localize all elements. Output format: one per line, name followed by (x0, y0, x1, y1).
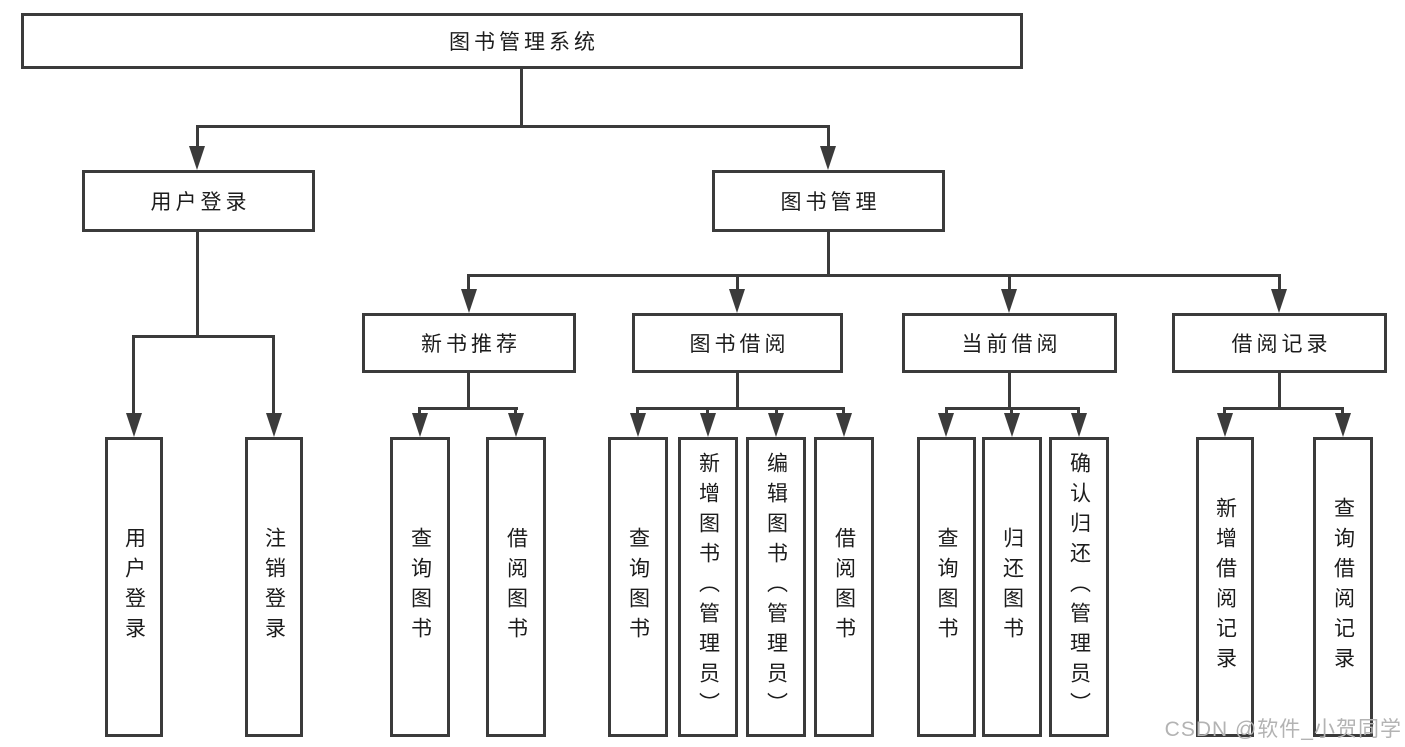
connector-line (418, 407, 421, 417)
connector-line (467, 274, 470, 292)
arrow-down-icon (729, 289, 745, 313)
arrow-down-icon (938, 413, 954, 437)
connector-line (827, 125, 830, 149)
arrow-down-icon (1004, 413, 1020, 437)
connector-line (196, 125, 199, 149)
arrow-down-icon (1335, 413, 1351, 437)
connector-line (736, 274, 739, 292)
connector-line (1278, 274, 1281, 292)
arrow-down-icon (189, 146, 205, 170)
connector-line (775, 407, 778, 417)
leaf-add-borrow-record: 新增借阅记录 (1196, 437, 1254, 737)
arrow-down-icon (412, 413, 428, 437)
connector-line (418, 407, 518, 410)
node-label: 图书管理系统 (449, 31, 599, 54)
leaf-query-borrow-record: 查询借阅记录 (1313, 437, 1373, 737)
leaf-borrow-books: 借阅图书 (814, 437, 874, 737)
node-label: 用户登录 (122, 527, 146, 647)
node-label: 注销登录 (262, 527, 286, 647)
connector-line (1223, 407, 1226, 417)
connector-line (945, 407, 948, 417)
arrow-down-icon (1071, 413, 1087, 437)
arrow-down-icon (1217, 413, 1233, 437)
arrow-down-icon (836, 413, 852, 437)
node-new-book-recommendation: 新书推荐 (362, 313, 576, 373)
node-book-borrowing: 图书借阅 (632, 313, 843, 373)
node-label: 新书推荐 (421, 333, 521, 356)
node-label: 归还图书 (1000, 527, 1024, 647)
leaf-query-books: 查询图书 (917, 437, 976, 737)
node-root: 图书管理系统 (21, 13, 1023, 69)
node-label: 借阅图书 (832, 527, 856, 647)
node-label: 查询图书 (935, 527, 958, 647)
arrow-down-icon (700, 413, 716, 437)
connector-line (467, 274, 1281, 277)
connector-line (514, 407, 517, 417)
leaf-return-books: 归还图书 (982, 437, 1042, 737)
node-label: 新增借阅记录 (1213, 497, 1237, 677)
connector-line (196, 125, 830, 128)
connector-line (1077, 407, 1080, 417)
connector-line (132, 335, 135, 417)
arrow-down-icon (630, 413, 646, 437)
leaf-borrow-books: 借阅图书 (486, 437, 546, 737)
connector-line (196, 232, 199, 338)
connector-line (467, 373, 470, 410)
leaf-user-login: 用户登录 (105, 437, 163, 737)
connector-line (1223, 407, 1344, 410)
node-label: 借阅图书 (504, 527, 528, 647)
connector-line (636, 407, 845, 410)
node-label: 查询借阅记录 (1331, 497, 1355, 677)
connector-line (1278, 373, 1281, 410)
leaf-query-books: 查询图书 (608, 437, 668, 737)
node-label: 图书借阅 (689, 333, 790, 356)
connector-line (1341, 407, 1344, 417)
node-label: 新增图书（管理员） (696, 452, 720, 722)
connector-line (272, 335, 275, 417)
arrow-down-icon (126, 413, 142, 437)
node-borrowing-records: 借阅记录 (1172, 313, 1387, 373)
leaf-query-books: 查询图书 (390, 437, 450, 737)
leaf-confirm-return-admin: 确认归还（管理员） (1049, 437, 1109, 737)
arrow-down-icon (508, 413, 524, 437)
node-label: 借阅记录 (1231, 333, 1332, 356)
connector-line (842, 407, 845, 417)
arrow-down-icon (461, 289, 477, 313)
csdn-watermark: CSDN @软件_小贺同学 (1164, 718, 1402, 741)
connector-line (520, 69, 523, 128)
leaf-add-books-admin: 新增图书（管理员） (678, 437, 738, 737)
node-current-borrowing: 当前借阅 (902, 313, 1117, 373)
connector-line (1010, 407, 1013, 417)
connector-line (132, 335, 275, 338)
arrow-down-icon (266, 413, 282, 437)
arrow-down-icon (1271, 289, 1287, 313)
node-label: 用户登录 (150, 191, 251, 214)
node-label: 图书管理 (780, 191, 881, 214)
connector-line (1008, 274, 1011, 292)
connector-line (736, 373, 739, 410)
leaf-logout: 注销登录 (245, 437, 303, 737)
arrow-down-icon (820, 146, 836, 170)
node-label: 当前借阅 (961, 333, 1062, 356)
node-label: 查询图书 (408, 527, 432, 647)
node-label: 查询图书 (626, 527, 650, 647)
connector-line (636, 407, 639, 417)
leaf-edit-books-admin: 编辑图书（管理员） (746, 437, 806, 737)
node-label: 确认归还（管理员） (1067, 452, 1091, 722)
connector-line (706, 407, 709, 417)
connector-line (827, 232, 830, 277)
node-label: 编辑图书（管理员） (764, 452, 788, 722)
connector-line (1008, 373, 1011, 410)
node-book-management: 图书管理 (712, 170, 945, 232)
arrow-down-icon (1001, 289, 1017, 313)
arrow-down-icon (768, 413, 784, 437)
node-user-login: 用户登录 (82, 170, 315, 232)
